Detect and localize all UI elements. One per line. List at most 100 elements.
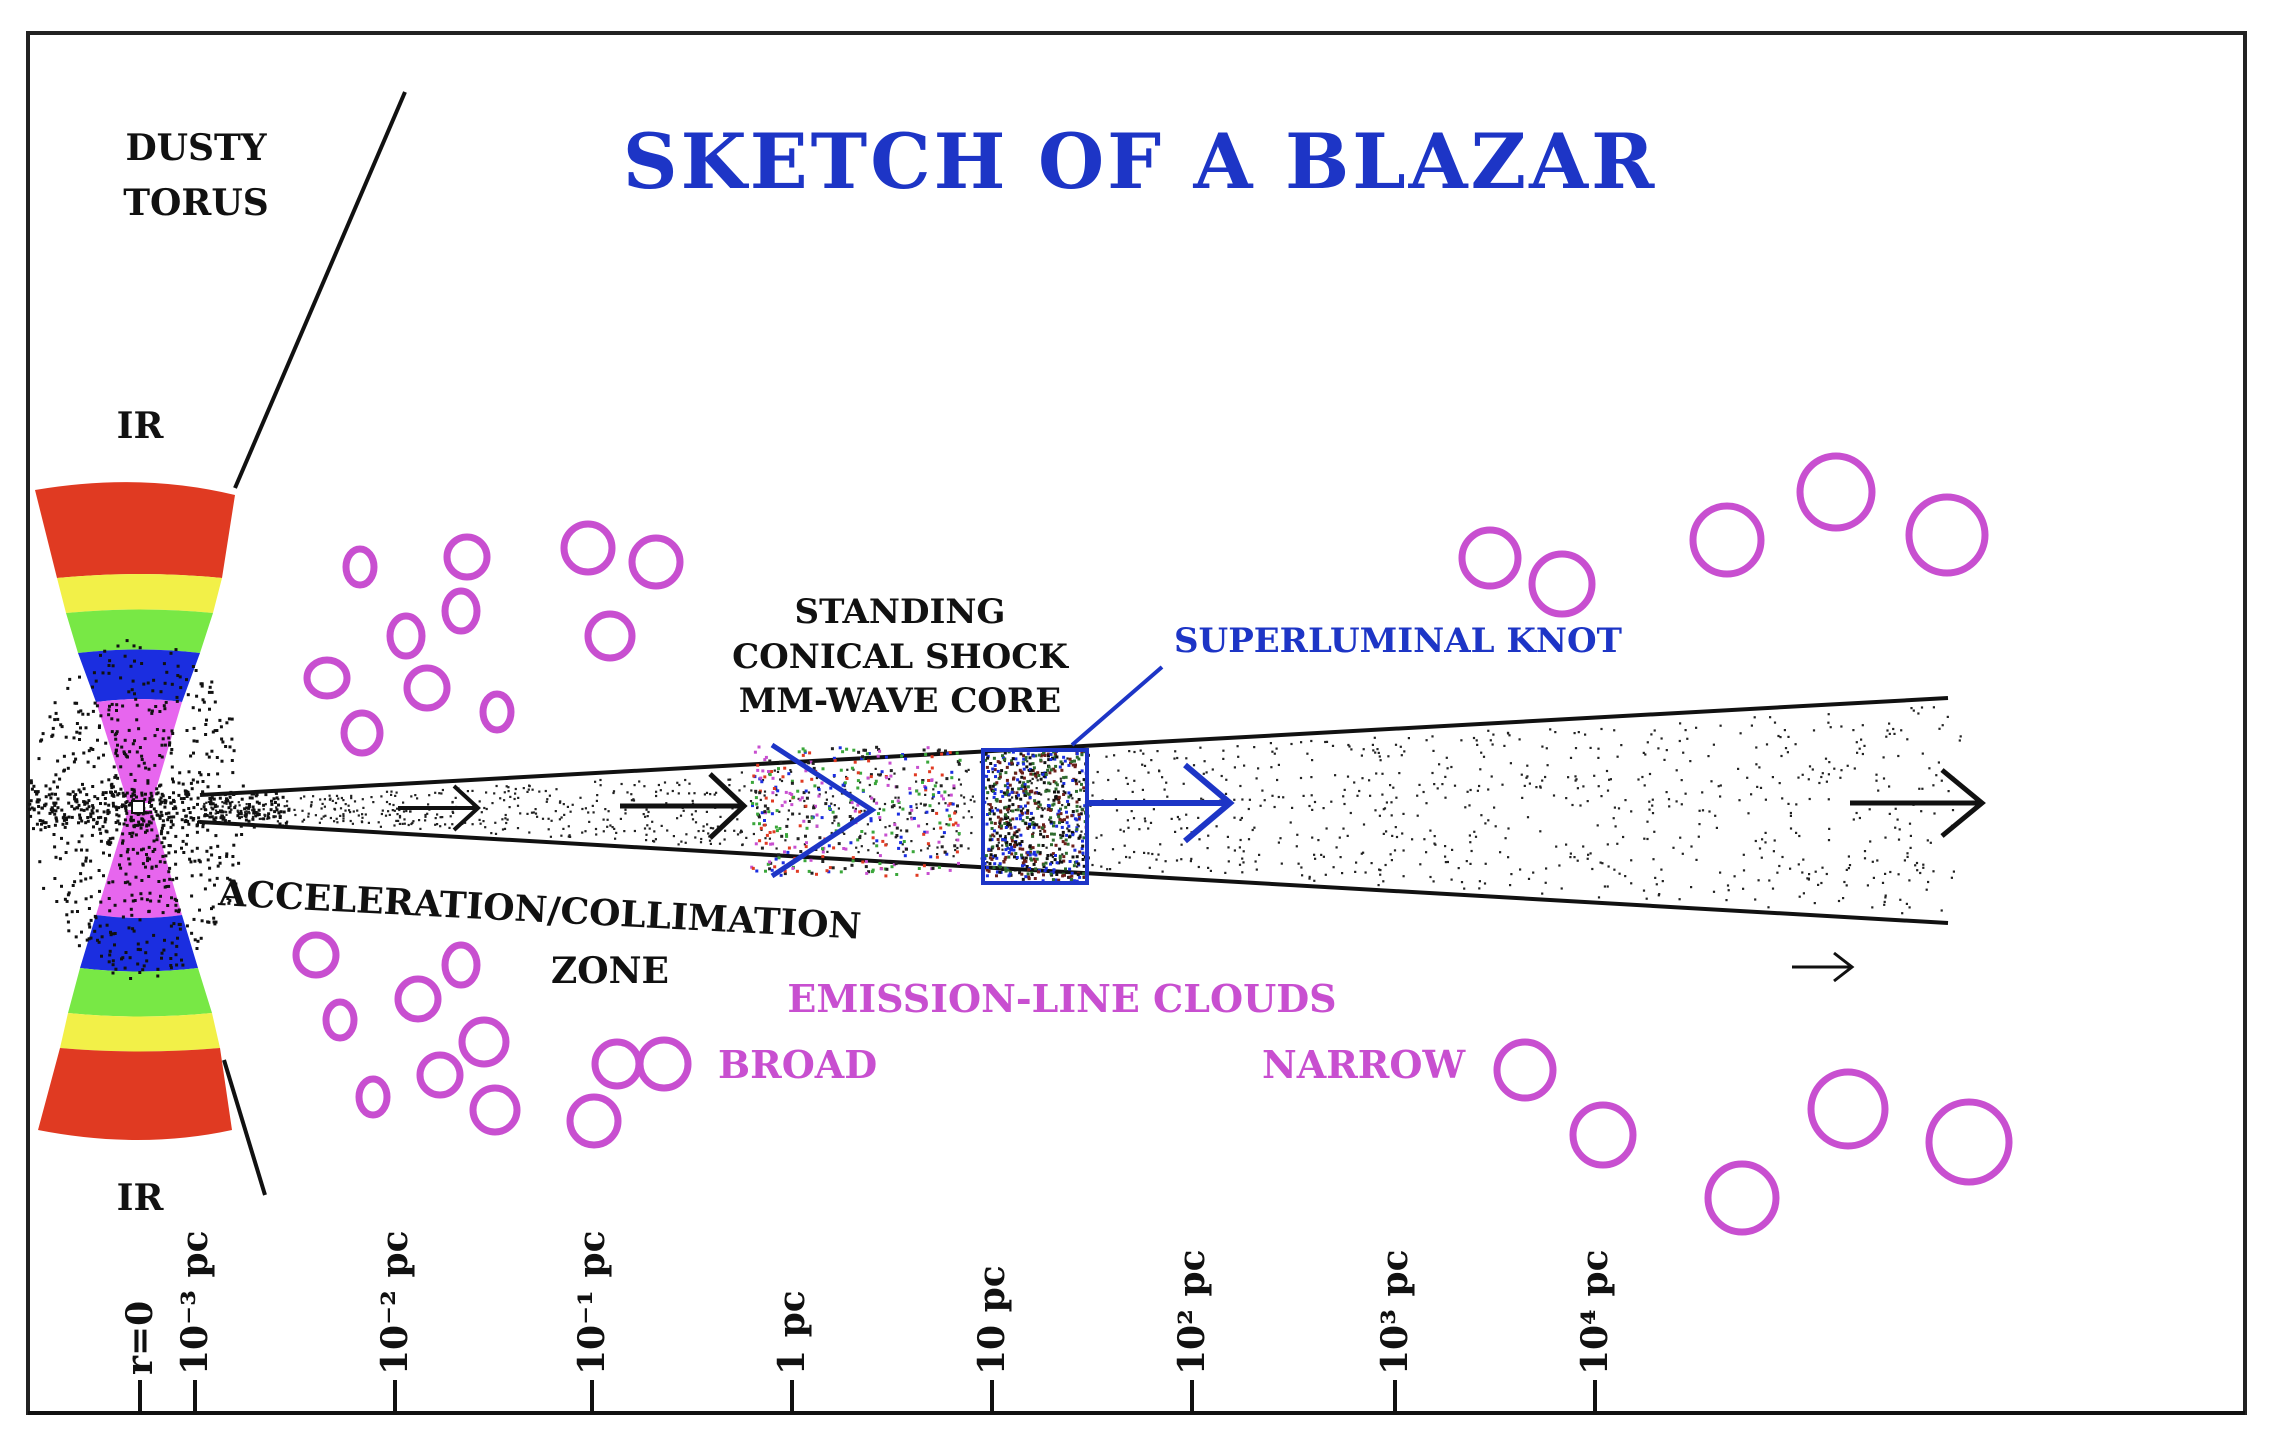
acceleration-zone-label-line2: ZONE [551, 950, 669, 992]
core-particle [130, 893, 134, 897]
scale-tick-label: 10² pc [1171, 1250, 1213, 1376]
jet-particle [1399, 745, 1402, 748]
knot-particle [990, 821, 994, 825]
core-particle [163, 798, 167, 802]
jet-particle [1346, 775, 1350, 778]
core-particle [182, 808, 186, 812]
shock-particle [774, 857, 778, 861]
jet-particle [1827, 839, 1831, 842]
core-particle [201, 790, 205, 794]
knot-particle [1039, 758, 1043, 762]
core-particle [215, 756, 219, 759]
jet-particle [1282, 796, 1285, 799]
core-particle [144, 792, 147, 796]
jet-particle [1630, 810, 1633, 813]
jet-particle [614, 837, 617, 840]
jet-particle [846, 768, 849, 771]
core-particle [221, 817, 225, 821]
jet-particle [1654, 876, 1657, 879]
core-particle [75, 701, 79, 705]
core-particle [161, 819, 165, 823]
core-particle [186, 820, 190, 823]
shock-particle [845, 747, 849, 751]
core-particle [239, 824, 243, 828]
knot-particle [988, 838, 992, 842]
jet-particle [203, 802, 206, 806]
jet-particle [1754, 898, 1757, 901]
jet-particle [1875, 779, 1878, 782]
shock-particle [777, 767, 780, 771]
core-particle [114, 737, 118, 741]
jet-particle [1106, 868, 1109, 871]
knot-particle [1029, 811, 1033, 815]
shock-particle [910, 817, 914, 821]
jet-particle [952, 855, 955, 858]
jet-particle [1794, 743, 1797, 746]
core-particle [68, 677, 72, 681]
shock-particle [804, 789, 808, 793]
core-particle [206, 920, 210, 924]
knot-particle [1057, 801, 1061, 804]
knot-particle [1060, 762, 1064, 766]
jet-particle [1143, 764, 1147, 767]
jet-particle [1899, 898, 1902, 901]
shock-particle [764, 755, 768, 759]
knot-particle [1042, 823, 1045, 827]
core-particle [156, 813, 160, 817]
core-particle [250, 791, 254, 795]
core-particle [127, 690, 131, 694]
jet-particle [1127, 826, 1130, 829]
jet-particle [490, 832, 493, 835]
core-particle [143, 797, 147, 801]
core-particle [210, 815, 214, 819]
jet-particle [1255, 868, 1258, 871]
core-particle [175, 944, 179, 948]
jet-particle [424, 819, 427, 822]
jet-particle [301, 809, 304, 812]
jet-particle [1350, 748, 1353, 751]
jet-particle [344, 803, 347, 806]
shock-particle [810, 871, 814, 875]
jet-particle [1600, 727, 1603, 731]
jet-particle [709, 826, 712, 830]
jet-particle [1509, 762, 1512, 765]
jet-particle [613, 827, 616, 830]
knot-particle [1075, 752, 1079, 756]
core-particle [134, 875, 138, 879]
knot-particle [997, 864, 1001, 868]
core-particle [158, 860, 162, 864]
knot-particle [1078, 835, 1082, 839]
jet-particle [826, 850, 829, 853]
jet-particle [1906, 738, 1909, 741]
jet-particle [1394, 826, 1397, 829]
jet-particle [833, 804, 836, 807]
jet-particle [830, 831, 833, 835]
knot-particle [991, 833, 995, 837]
jet-particle [1176, 815, 1179, 819]
jet-particle [609, 824, 612, 827]
jet-particle [1273, 805, 1276, 809]
core-particle [160, 829, 164, 833]
jet-particle [1599, 861, 1602, 864]
jet-particle [1446, 767, 1449, 770]
core-particle [155, 787, 159, 791]
shock-particle [800, 796, 804, 800]
shock-particle [908, 811, 912, 815]
core-particle [168, 796, 172, 799]
shock-particle [750, 865, 754, 869]
jet-particle [1163, 788, 1166, 791]
shock-particle [775, 829, 779, 833]
core-particle [133, 793, 136, 797]
jet-particle [466, 790, 469, 793]
jet-particle [392, 803, 395, 807]
core-particle [134, 697, 138, 701]
knot-particle [995, 781, 999, 785]
core-particle [232, 792, 236, 796]
shock-particle [811, 761, 815, 765]
knot-particle [1071, 810, 1075, 813]
emission-cloud [584, 610, 636, 662]
emission-cloud [1493, 1038, 1557, 1102]
core-particle [255, 793, 259, 797]
dusty-torus-label-line2: TORUS [123, 182, 268, 224]
core-particle [71, 884, 75, 887]
